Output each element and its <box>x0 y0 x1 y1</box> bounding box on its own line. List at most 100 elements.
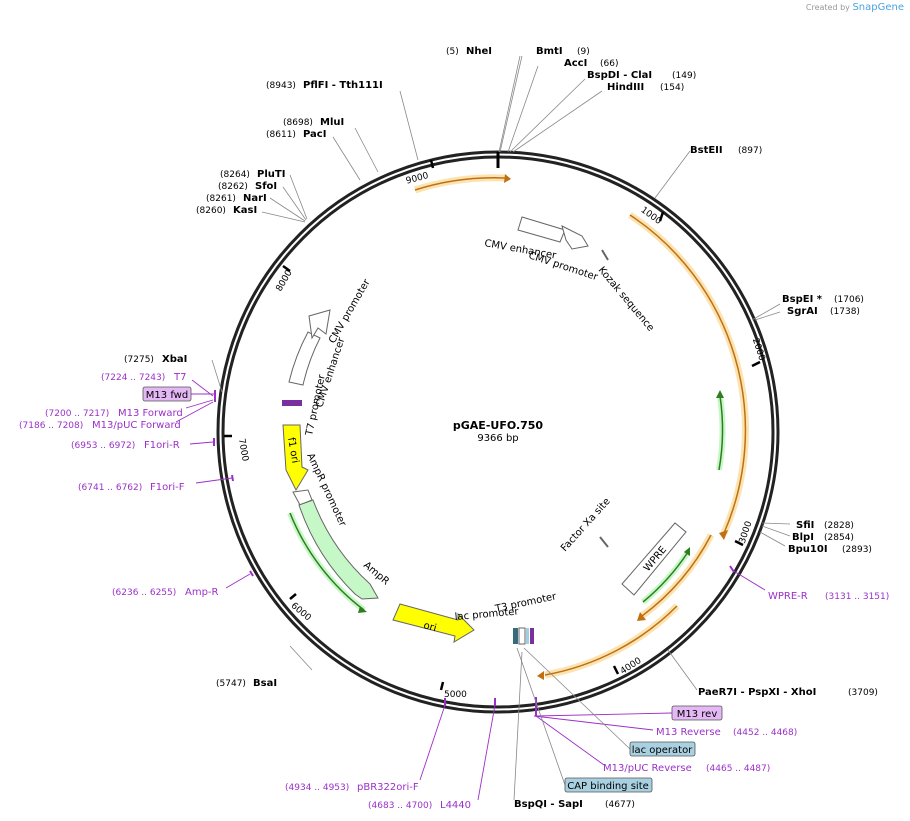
pos-paci: (8611) <box>266 130 296 140</box>
pos-acci: (66) <box>600 59 618 69</box>
pos-bmti: (9) <box>577 47 590 57</box>
t7-promoter-mark <box>282 400 302 406</box>
feature-ori <box>392 603 475 643</box>
primer-pos-m13-forward: (7200 .. 7217) <box>45 409 109 419</box>
label-lac-promoter: lac promoter <box>454 606 520 623</box>
enzyme-bspei: BspEI * <box>782 294 823 305</box>
box-lac-operator: lac operator <box>523 647 696 757</box>
enzyme-bspqi-sapi: BspQI - SapI <box>514 799 583 810</box>
pos-sfoi: (8262) <box>218 182 248 192</box>
pos-bsteii: (897) <box>738 146 762 156</box>
label-ori: ori <box>422 620 437 634</box>
enzyme-nhei: NheI <box>466 46 492 57</box>
label-f1-ori: f1 ori <box>285 437 300 465</box>
pos-bsai: (5747) <box>216 679 246 689</box>
snapgene-logo: SnapGene <box>852 2 904 13</box>
pos-bspei: (1706) <box>834 295 864 305</box>
box-cap-binding-site-label: CAP binding site <box>567 781 649 792</box>
primer-f1ori-r: F1ori-R <box>144 440 180 451</box>
pos-paer7i-pspxi-xhoi: (3709) <box>848 688 878 698</box>
primer-pos-wpre-r: (3131 .. 3151) <box>825 592 889 602</box>
tick-marks <box>224 159 761 691</box>
tick-8000: 8000 <box>275 268 295 293</box>
enzyme-bmti: BmtI <box>536 46 563 57</box>
enzyme-paci: PacI <box>303 129 326 140</box>
label-factor-xa: Factor Xa site <box>559 496 613 554</box>
primer-pbr322ori-f: pBR322ori-F <box>357 782 419 793</box>
enzyme-xbai: XbaI <box>162 354 187 365</box>
pos-sfii: (2828) <box>824 521 854 531</box>
enzyme-sgrai: SgrAI <box>787 306 818 317</box>
label-kozak: Kozak sequence <box>596 265 656 334</box>
primer-pos-pbr322ori-f: (4934 .. 4953) <box>285 783 349 793</box>
enzyme-paer7i-pspxi-xhoi: PaeR7I - PspXI - XhoI <box>698 687 816 698</box>
box-m13-rev-label: M13 rev <box>677 709 718 720</box>
primer-pos-m13puc-forward: (7186 .. 7208) <box>19 421 83 431</box>
tick-7000: 7000 <box>236 438 250 463</box>
enzyme-bpu10i: Bpu10I <box>788 544 828 555</box>
lac-cluster <box>513 627 534 645</box>
primer-lines <box>175 379 766 801</box>
primer-m13-reverse: M13 Reverse <box>656 727 721 738</box>
enzyme-bspdi-clai: BspDI - ClaI <box>587 70 652 81</box>
enzyme-sfii: SfiI <box>796 520 814 531</box>
primer-pos-f1ori-f: (6741 .. 6762) <box>78 483 142 493</box>
enzyme-hindiii: HindIII <box>607 82 644 93</box>
plasmid-length: 9366 bp <box>477 433 518 444</box>
label-cmv-promoter: CMV promoter <box>527 250 600 283</box>
pos-bspqi-sapi: (4677) <box>605 800 635 810</box>
primer-marks <box>213 390 735 716</box>
label-cmv-enhancer-left: CMV enhancer <box>314 336 347 409</box>
pos-pflfi-tth111i: (8943) <box>266 81 296 91</box>
enzyme-bsteii: BstEII <box>690 145 723 156</box>
pos-hindiii: (154) <box>660 83 684 93</box>
box-lac-operator-label: lac operator <box>632 745 693 756</box>
feature-f1-ori <box>282 424 309 492</box>
enzyme-sfoi: SfoI <box>255 181 277 192</box>
enzyme-pluti: PluTI <box>257 169 285 180</box>
enzyme-acci: AccI <box>564 58 587 69</box>
enzyme-pflfi-tth111i: PflFI - Tth111I <box>303 80 383 91</box>
pos-kasi: (8260) <box>196 206 226 216</box>
pos-xbai: (7275) <box>124 355 154 365</box>
primer-pos-f1ori-r: (6953 .. 6972) <box>71 441 135 451</box>
primer-pos-t7: (7224 .. 7243) <box>101 373 165 383</box>
factor-xa-mark <box>599 536 609 548</box>
credit: Created by SnapGene <box>806 2 904 13</box>
primer-t7: T7 <box>173 372 186 383</box>
primer-pos-m13-reverse: (4452 .. 4468) <box>733 728 797 738</box>
backbone-outer <box>216 150 780 714</box>
enzyme-mlui: MluI <box>320 117 344 128</box>
box-m13-fwd: M13 fwd <box>142 386 214 402</box>
primer-pos-amp-r: (6236 .. 6255) <box>112 588 176 598</box>
enzyme-bsai: BsaI <box>253 678 277 689</box>
enzyme-nari: NarI <box>243 193 267 204</box>
box-m13-rev: M13 rev <box>535 705 723 721</box>
feature-ampr <box>298 499 379 600</box>
enzyme-kasi: KasI <box>233 205 257 216</box>
feature-cmv-left <box>288 309 331 386</box>
box-m13-fwd-label: M13 fwd <box>146 390 188 401</box>
pos-blpi: (2854) <box>824 533 854 543</box>
kozak-mark <box>601 249 609 261</box>
primer-wpre-r: WPRE-R <box>768 591 808 602</box>
plasmid-name: pGAE-UFO.750 <box>453 419 544 432</box>
pos-sgrai: (1738) <box>830 307 860 317</box>
enzyme-lines <box>211 55 791 801</box>
primer-m13-forward: M13 Forward <box>118 408 183 419</box>
tick-5000: 5000 <box>444 690 467 700</box>
box-cap-binding-site: CAP binding site <box>516 647 653 793</box>
credit-prefix: Created by <box>805 3 850 12</box>
primer-amp-r: Amp-R <box>185 587 219 598</box>
pos-bspdi-clai: (149) <box>672 71 696 81</box>
pos-nhei: (5) <box>446 47 459 57</box>
primer-m13puc-reverse: M13/pUC Reverse <box>603 763 692 774</box>
pos-bpu10i: (2893) <box>842 545 872 555</box>
pos-mlui: (8698) <box>283 118 313 128</box>
label-cmv-promoter-left: CMV promoter <box>327 277 373 346</box>
primer-l4440: L4440 <box>440 800 471 811</box>
enzyme-blpi: BlpI <box>792 532 814 543</box>
orf-arcs <box>287 174 749 680</box>
pos-pluti: (8264) <box>220 170 250 180</box>
